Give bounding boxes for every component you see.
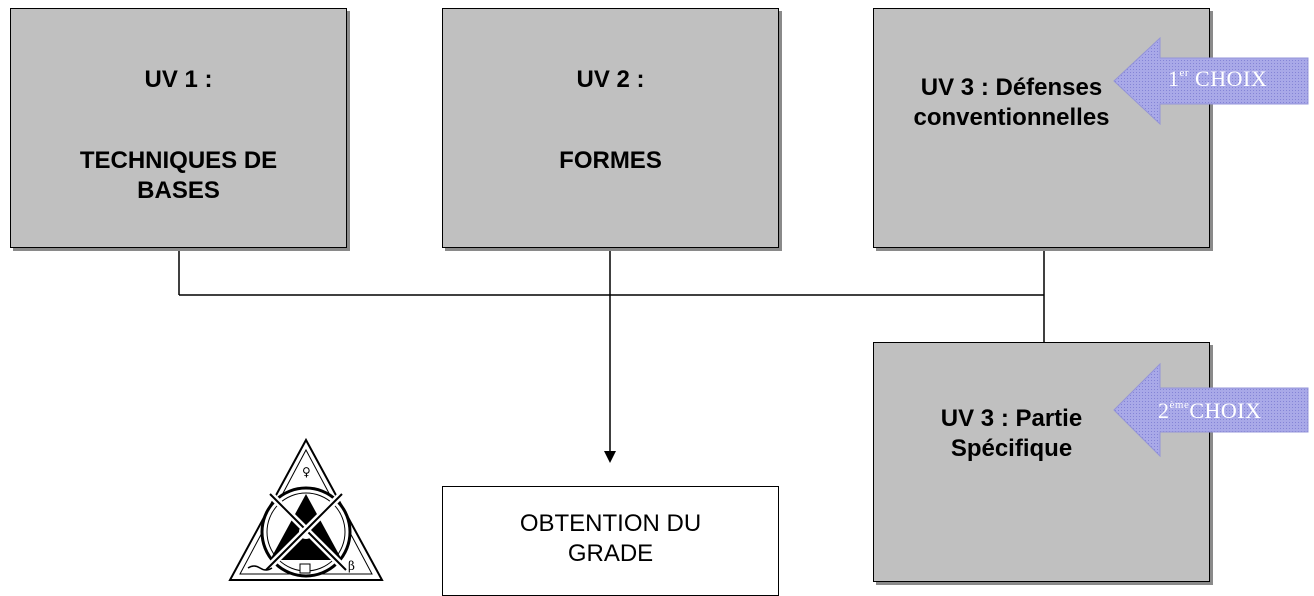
uv3-conventional-text: UV 3 : Défenses conventionnelles: [913, 74, 1110, 131]
second-choice-text: CHOIX: [1189, 398, 1262, 423]
second-choice-number: 2: [1158, 398, 1170, 423]
first-choice-number: 1: [1168, 66, 1180, 91]
left-arrow-icon: [1113, 36, 1309, 126]
second-choice-arrow: 2èmeCHOIX: [1112, 362, 1310, 458]
uv2-heading: UV 2 :: [576, 66, 645, 93]
emblem-logo-icon: ♀ β: [228, 437, 384, 581]
uv1-box: UV 1 : TECHNIQUES DE BASES: [10, 8, 347, 248]
first-choice-arrow: 1er CHOIX: [1112, 36, 1310, 126]
second-choice-suffix: ème: [1169, 399, 1190, 411]
uv3-conventional-box: UV 3 : Défenses conventionnelles: [873, 8, 1210, 248]
uv2-box: UV 2 : FORMES: [442, 8, 779, 248]
first-choice-label: 1er CHOIX: [1168, 66, 1267, 92]
connector-lines: [178, 248, 1045, 463]
svg-text:♀: ♀: [302, 465, 311, 479]
result-text: OBTENTION DU GRADE: [519, 510, 702, 567]
first-choice-text: CHOIX: [1189, 66, 1268, 91]
svg-text:β: β: [348, 559, 355, 573]
second-choice-label: 2èmeCHOIX: [1158, 398, 1262, 424]
left-arrow-icon: [1113, 362, 1309, 458]
result-box: OBTENTION DU GRADE: [442, 486, 779, 596]
first-choice-suffix: er: [1179, 67, 1190, 79]
uv1-subtitle: TECHNIQUES DE BASES: [79, 147, 278, 204]
uv1-heading: UV 1 :: [144, 66, 213, 93]
uv2-subtitle: FORMES: [559, 147, 662, 174]
uv3-specific-text: UV 3 : Partie Spécifique: [940, 405, 1083, 462]
